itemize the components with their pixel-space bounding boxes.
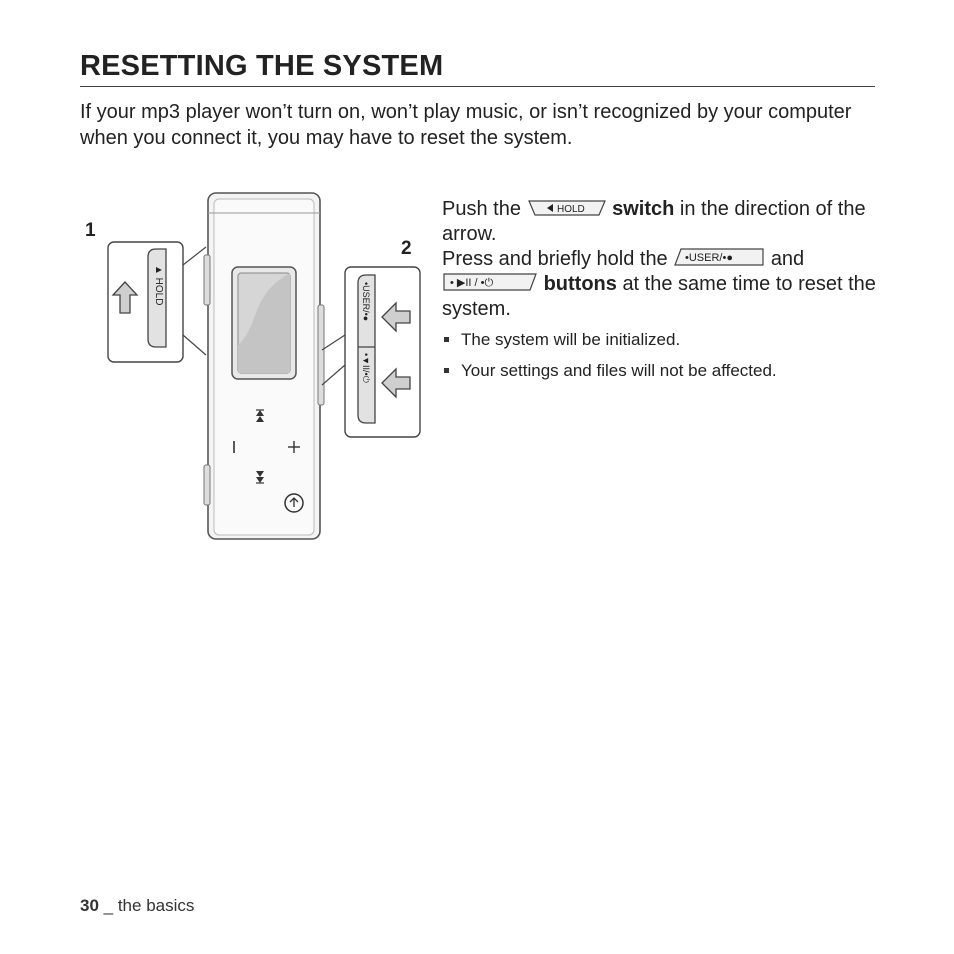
page-footer: 30 _ the basics (80, 896, 194, 916)
svg-text:• ▶II / •⏻: • ▶II / •⏻ (450, 277, 493, 289)
hold-direction-arrow-icon (111, 281, 139, 314)
volume-plus-icon (288, 441, 300, 453)
svg-text:•USER/•●: •USER/•● (361, 282, 371, 321)
device-screen (231, 266, 297, 380)
page-title: RESETTING THE SYSTEM (80, 50, 444, 82)
page-number: 30 (80, 896, 99, 915)
user-label-vertical: •USER/•● (361, 282, 371, 321)
section-name: _ the basics (103, 896, 195, 915)
svg-text:•USER/•●: •USER/•● (685, 252, 733, 264)
step-number-2: 2 (401, 238, 412, 259)
user-button-arrow-icon (381, 301, 411, 333)
intro-paragraph: If your mp3 player won’t turn on, won’t … (80, 101, 852, 149)
instruction-step-1: Push the HOLD switch in the direction of… (442, 198, 866, 245)
buttons-callout: •USER/•● •▼II/•⏻ (321, 266, 421, 438)
svg-text:•▼II/•⏻: •▼II/•⏻ (361, 353, 371, 383)
bullet-square-icon (444, 368, 449, 373)
play-button-arrow-icon (381, 367, 411, 399)
title-underline (80, 86, 875, 87)
list-item: The system will be initialized. (442, 330, 882, 350)
svg-text:▲ HOLD: ▲ HOLD (153, 265, 164, 305)
instructions: Push the HOLD switch in the direction of… (442, 197, 882, 392)
device-illustration: ▲ HOLD •USER/•● •▼II/•⏻ (107, 192, 421, 540)
step-number-1: 1 (85, 220, 96, 241)
list-item: Your settings and files will not be affe… (442, 361, 882, 381)
hold-label-vertical: ▲ HOLD (153, 265, 164, 305)
play-label-vertical: •▼II/•⏻ (361, 353, 371, 383)
user-button-icon: •USER/•● (674, 248, 764, 266)
play-pause-button-icon: • ▶II / •⏻ (443, 273, 537, 291)
bullet-square-icon (444, 337, 449, 342)
bullet-list: The system will be initialized. Your set… (442, 330, 882, 381)
back-button-icon (284, 493, 304, 513)
hold-switch-callout: ▲ HOLD (107, 241, 207, 363)
skip-down-icon (256, 471, 264, 484)
skip-up-icon (256, 409, 264, 422)
svg-text:HOLD: HOLD (557, 204, 585, 215)
hold-switch-icon: HOLD (527, 200, 606, 216)
instruction-step-2: Press and briefly hold the •USER/•● and … (442, 248, 876, 320)
